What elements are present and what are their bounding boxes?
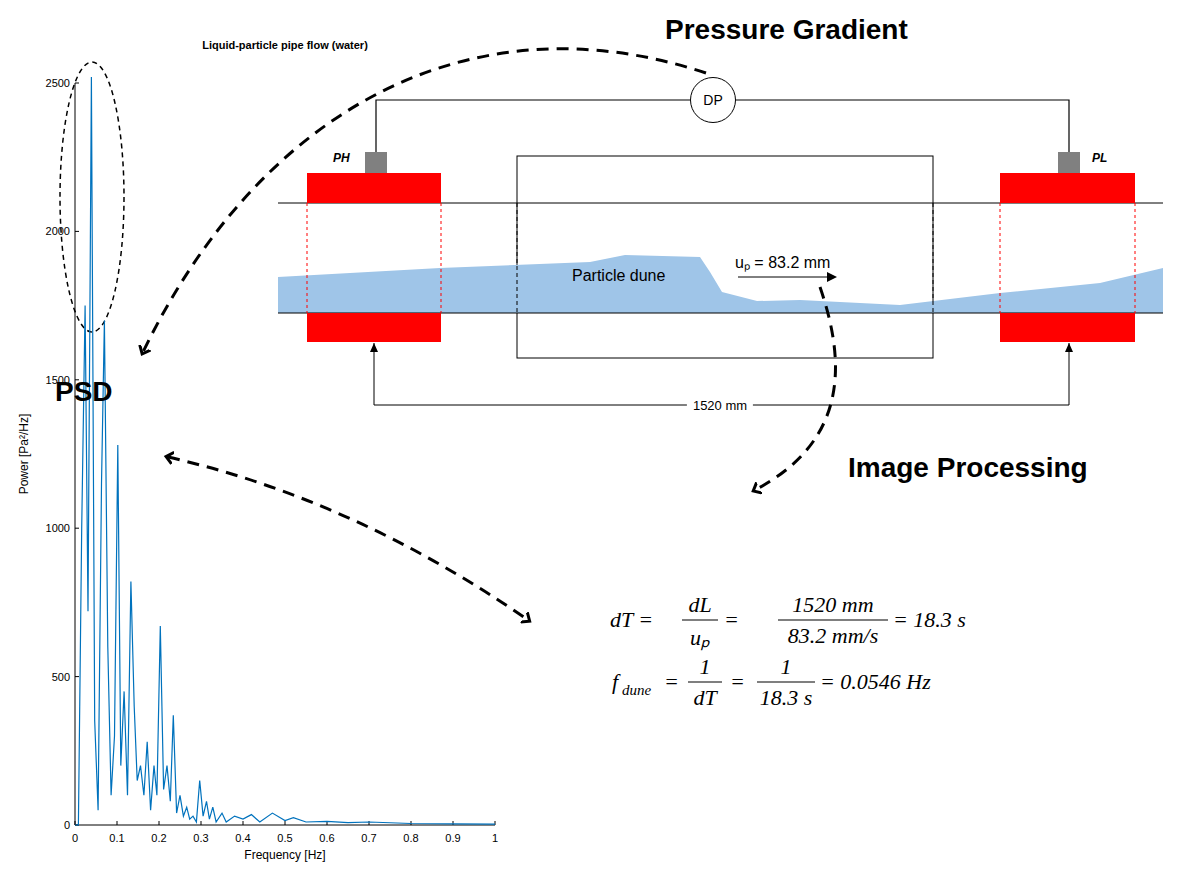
chart-title: Liquid-particle pipe flow (water): [202, 39, 368, 51]
tick-label: 0.5: [277, 832, 292, 844]
tick-label: 1: [492, 832, 498, 844]
equation: = 0.0546 Hz: [820, 669, 931, 695]
equation: dT: [693, 685, 716, 711]
tick-label: 0.2: [151, 832, 166, 844]
equation: 18.3 s: [760, 685, 813, 711]
tick-label: 2500: [46, 77, 70, 89]
equation: 1520 mm: [792, 592, 873, 618]
tick-label: 500: [52, 671, 70, 683]
pressure-sensor: [1058, 152, 1080, 173]
psd-curve: [75, 77, 495, 825]
tick-label: 0.9: [445, 832, 460, 844]
equation: dT =: [610, 607, 653, 633]
callout-curve: [755, 287, 835, 490]
tick-label: 2000: [46, 225, 70, 237]
tick-label: 0.8: [403, 832, 418, 844]
sensor-ring: [1000, 173, 1135, 203]
pressure-sensor: [365, 152, 387, 173]
sensor-label: PL: [1092, 151, 1107, 165]
heading: Image Processing: [848, 452, 1088, 484]
tick-label: 0.1: [109, 832, 124, 844]
equation: =: [724, 607, 739, 633]
part-label: Particle dune: [572, 267, 665, 285]
particle-bed: [278, 255, 1163, 313]
equation: =: [664, 669, 679, 695]
axis-title: Frequency [Hz]: [244, 848, 325, 862]
equation: f: [612, 669, 618, 695]
tick-label: 0: [72, 832, 78, 844]
equation: dL: [688, 592, 711, 618]
equation: 1: [700, 654, 711, 680]
pressure-line: [376, 100, 690, 152]
tick-label: 0.7: [361, 832, 376, 844]
dimension-label: 1520 mm: [687, 398, 753, 413]
callout-curve: [143, 49, 706, 352]
equation: = 18.3 s: [893, 607, 966, 633]
sensor-label: PH: [333, 151, 350, 165]
tick-label: 0.3: [193, 832, 208, 844]
callout-curve: [168, 457, 528, 620]
heading: Pressure Gradient: [665, 14, 908, 46]
velocity-label: uₚ = 83.2 mm: [735, 251, 830, 273]
tick-label: 1000: [46, 522, 70, 534]
tick-label: 0.6: [319, 832, 334, 844]
tick-label: 0.4: [235, 832, 250, 844]
velocity-arrow: [738, 277, 835, 278]
equation: =: [730, 669, 745, 695]
sensor-ring: [1000, 313, 1135, 342]
sensor-ring: [307, 313, 441, 342]
gauge-circle: DP: [690, 77, 736, 123]
tick-label: 1500: [46, 374, 70, 386]
equation: dune: [622, 682, 651, 699]
equation: 1: [781, 654, 792, 680]
tick-label: 0: [64, 819, 70, 831]
node-text: DP: [703, 92, 722, 108]
equation: 83.2 mm/s: [788, 623, 878, 649]
equation: uₚ: [690, 621, 710, 651]
psd-chart: [75, 77, 495, 825]
camera-window: [517, 156, 933, 358]
sensor-ring: [307, 173, 441, 203]
dimension-line: [374, 343, 1069, 405]
axis-title: Power [Pa²/Hz]: [17, 414, 31, 495]
pressure-line: [736, 100, 1069, 152]
